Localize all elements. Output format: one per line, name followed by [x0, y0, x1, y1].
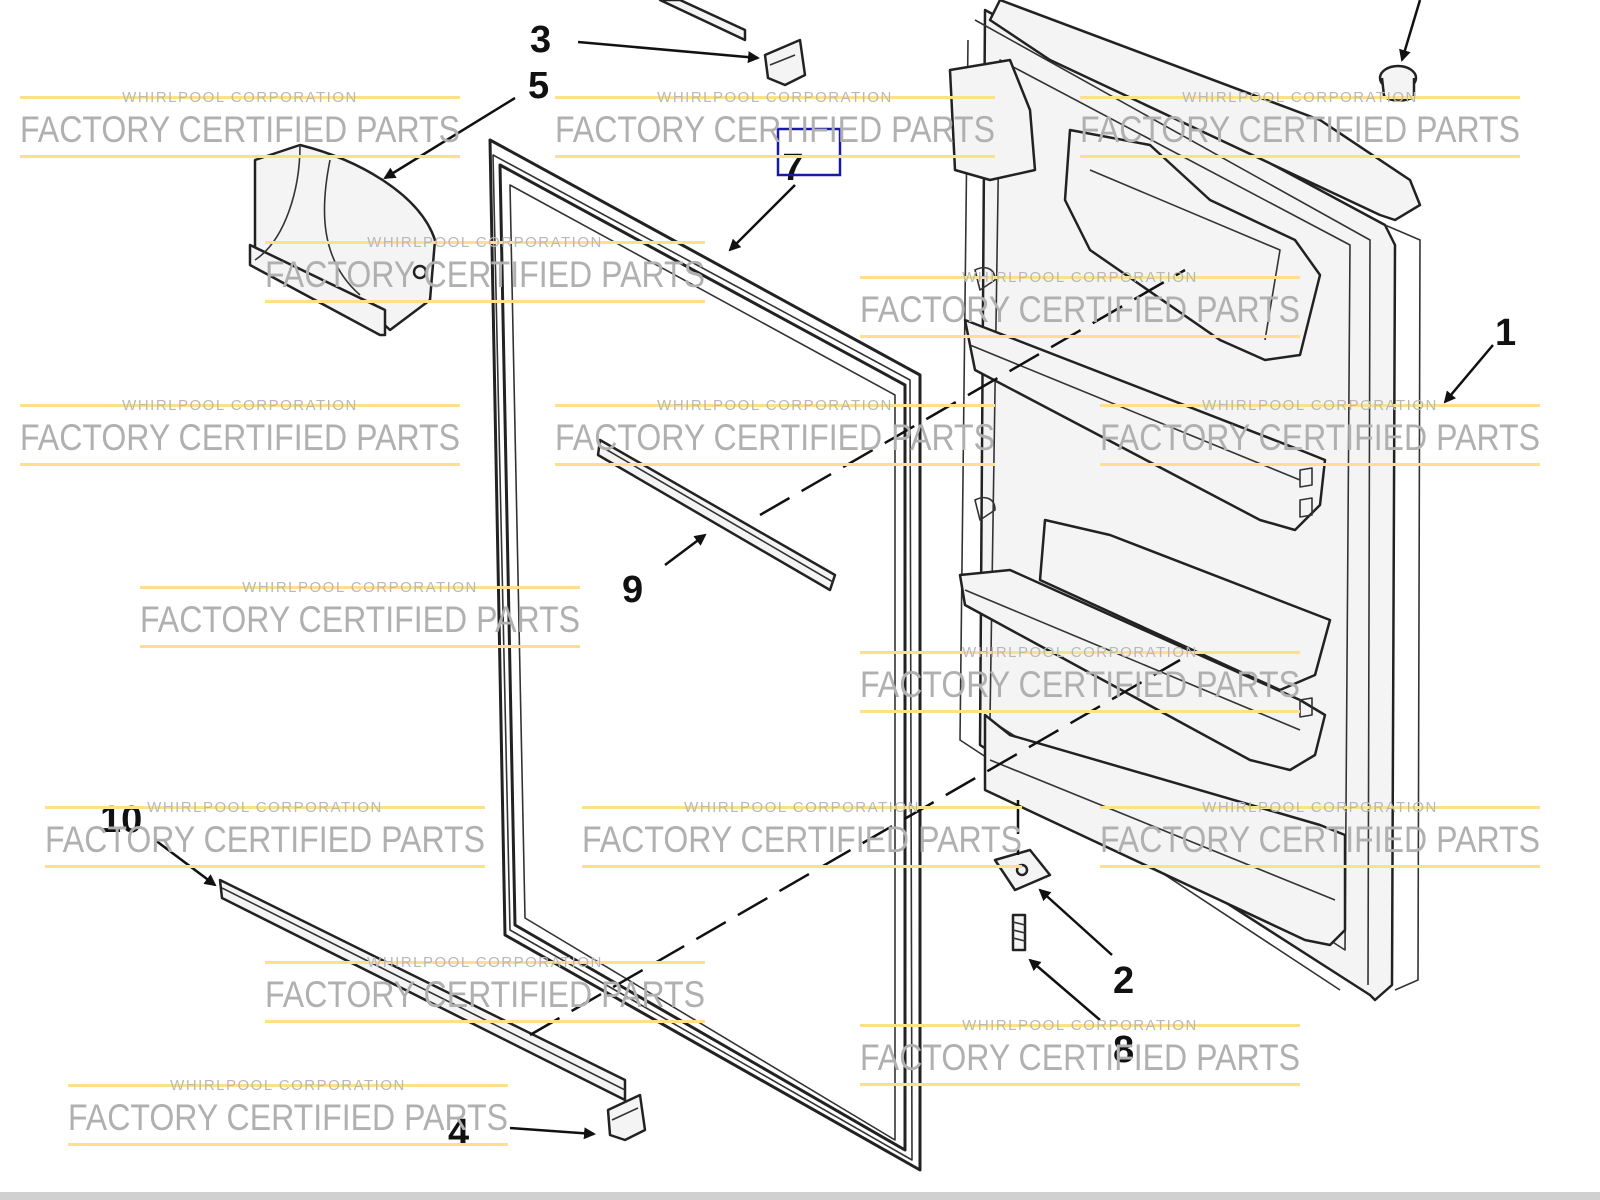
watermark-tile: WHIRLPOOL CORPORATION FACTORY CERTIFIED P…: [555, 89, 995, 158]
watermark-tile: WHIRLPOOL CORPORATION FACTORY CERTIFIED P…: [860, 1017, 1300, 1086]
trim-strip-part: [596, 438, 837, 592]
watermark-tile: WHIRLPOOL CORPORATION FACTORY CERTIFIED P…: [140, 579, 580, 648]
trim-end-cap-top: [658, 0, 807, 87]
watermark-line1: WHIRLPOOL CORPORATION: [684, 799, 920, 816]
callout-7-highlight-box: [776, 127, 842, 177]
watermark-line2: FACTORY CERTIFIED PARTS: [860, 664, 1300, 705]
watermark-line1: WHIRLPOOL CORPORATION: [1182, 89, 1418, 106]
trim-end-cap-bottom: [606, 1093, 647, 1142]
callout-9: 9: [622, 569, 643, 611]
assembly-lines: [529, 268, 1186, 1037]
bottom-trim-part: [218, 878, 627, 1102]
watermark-line1: WHIRLPOOL CORPORATION: [657, 397, 893, 414]
hinge-screw-part: [1011, 913, 1027, 952]
watermark-tile: WHIRLPOOL CORPORATION FACTORY CERTIFIED P…: [45, 799, 485, 868]
watermark-line2: FACTORY CERTIFIED PARTS: [860, 1037, 1300, 1078]
watermark-layer: WHIRLPOOL CORPORATION FACTORY CERTIFIED P…: [20, 89, 1540, 1146]
watermark-tile: WHIRLPOOL CORPORATION FACTORY CERTIFIED P…: [1080, 89, 1520, 158]
watermark-tile: WHIRLPOOL CORPORATION FACTORY CERTIFIED P…: [265, 954, 705, 1023]
leader-lines: [154, 0, 1494, 1140]
watermark-line2: FACTORY CERTIFIED PARTS: [555, 109, 995, 150]
watermark-line2: FACTORY CERTIFIED PARTS: [265, 974, 705, 1015]
watermark-line1: WHIRLPOOL CORPORATION: [147, 799, 383, 816]
watermark-tile: WHIRLPOOL CORPORATION FACTORY CERTIFIED P…: [265, 234, 705, 303]
watermark-line2: FACTORY CERTIFIED PARTS: [20, 417, 460, 458]
watermark-line2: FACTORY CERTIFIED PARTS: [1080, 109, 1520, 150]
watermark-tile: WHIRLPOOL CORPORATION FACTORY CERTIFIED P…: [68, 1077, 508, 1146]
watermark-line2: FACTORY CERTIFIED PARTS: [68, 1097, 508, 1138]
bin-cover-part: [248, 143, 437, 337]
watermark-line2: FACTORY CERTIFIED PARTS: [1100, 819, 1540, 860]
watermark-tile: WHIRLPOOL CORPORATION FACTORY CERTIFIED P…: [1100, 397, 1540, 466]
bottom-border: [0, 1192, 1600, 1200]
watermark-tile: WHIRLPOOL CORPORATION FACTORY CERTIFIED P…: [555, 397, 995, 466]
watermark-tile: WHIRLPOOL CORPORATION FACTORY CERTIFIED P…: [20, 89, 460, 158]
callout-7[interactable]: 7: [782, 147, 803, 189]
watermark-line2: FACTORY CERTIFIED PARTS: [1100, 417, 1540, 458]
watermark-line1: WHIRLPOOL CORPORATION: [1202, 799, 1438, 816]
door-liner-part: [948, 0, 1422, 1002]
watermark-line1: WHIRLPOOL CORPORATION: [1202, 397, 1438, 414]
watermark-tile: WHIRLPOOL CORPORATION FACTORY CERTIFIED P…: [1100, 799, 1540, 868]
callout-5: 5: [528, 65, 549, 107]
watermark-line1: WHIRLPOOL CORPORATION: [367, 234, 603, 251]
door-stop-plug: [1378, 64, 1418, 102]
watermark-line1: WHIRLPOOL CORPORATION: [242, 579, 478, 596]
watermark-line2: FACTORY CERTIFIED PARTS: [140, 599, 580, 640]
watermark-tile: WHIRLPOOL CORPORATION FACTORY CERTIFIED P…: [860, 644, 1300, 713]
watermark-line2: FACTORY CERTIFIED PARTS: [20, 109, 460, 150]
watermark-line1: WHIRLPOOL CORPORATION: [962, 644, 1198, 661]
watermark-line2: FACTORY CERTIFIED PARTS: [582, 819, 1022, 860]
watermark-line2: FACTORY CERTIFIED PARTS: [45, 819, 485, 860]
watermark-line1: WHIRLPOOL CORPORATION: [122, 89, 358, 106]
watermark-line2: FACTORY CERTIFIED PARTS: [265, 254, 705, 295]
watermark-tile: WHIRLPOOL CORPORATION FACTORY CERTIFIED P…: [860, 269, 1300, 338]
callout-8: 8: [1113, 1029, 1134, 1071]
watermark-tile: WHIRLPOOL CORPORATION FACTORY CERTIFIED P…: [582, 799, 1022, 868]
watermark-line2: FACTORY CERTIFIED PARTS: [555, 417, 995, 458]
watermark-line2: FACTORY CERTIFIED PARTS: [860, 289, 1300, 330]
watermark-tile: WHIRLPOOL CORPORATION FACTORY CERTIFIED P…: [20, 397, 460, 466]
callout-2: 2: [1113, 960, 1134, 1002]
watermark-line1: WHIRLPOOL CORPORATION: [367, 954, 603, 971]
callout-1: 1: [1495, 312, 1516, 354]
callout-3: 3: [530, 19, 551, 61]
watermark-line1: WHIRLPOOL CORPORATION: [170, 1077, 406, 1094]
watermark-line1: WHIRLPOOL CORPORATION: [122, 397, 358, 414]
watermark-line1: WHIRLPOOL CORPORATION: [962, 269, 1198, 286]
watermark-line1: WHIRLPOOL CORPORATION: [657, 89, 893, 106]
door-gasket-part: [488, 138, 922, 1172]
watermark-line1: WHIRLPOOL CORPORATION: [962, 1017, 1198, 1034]
